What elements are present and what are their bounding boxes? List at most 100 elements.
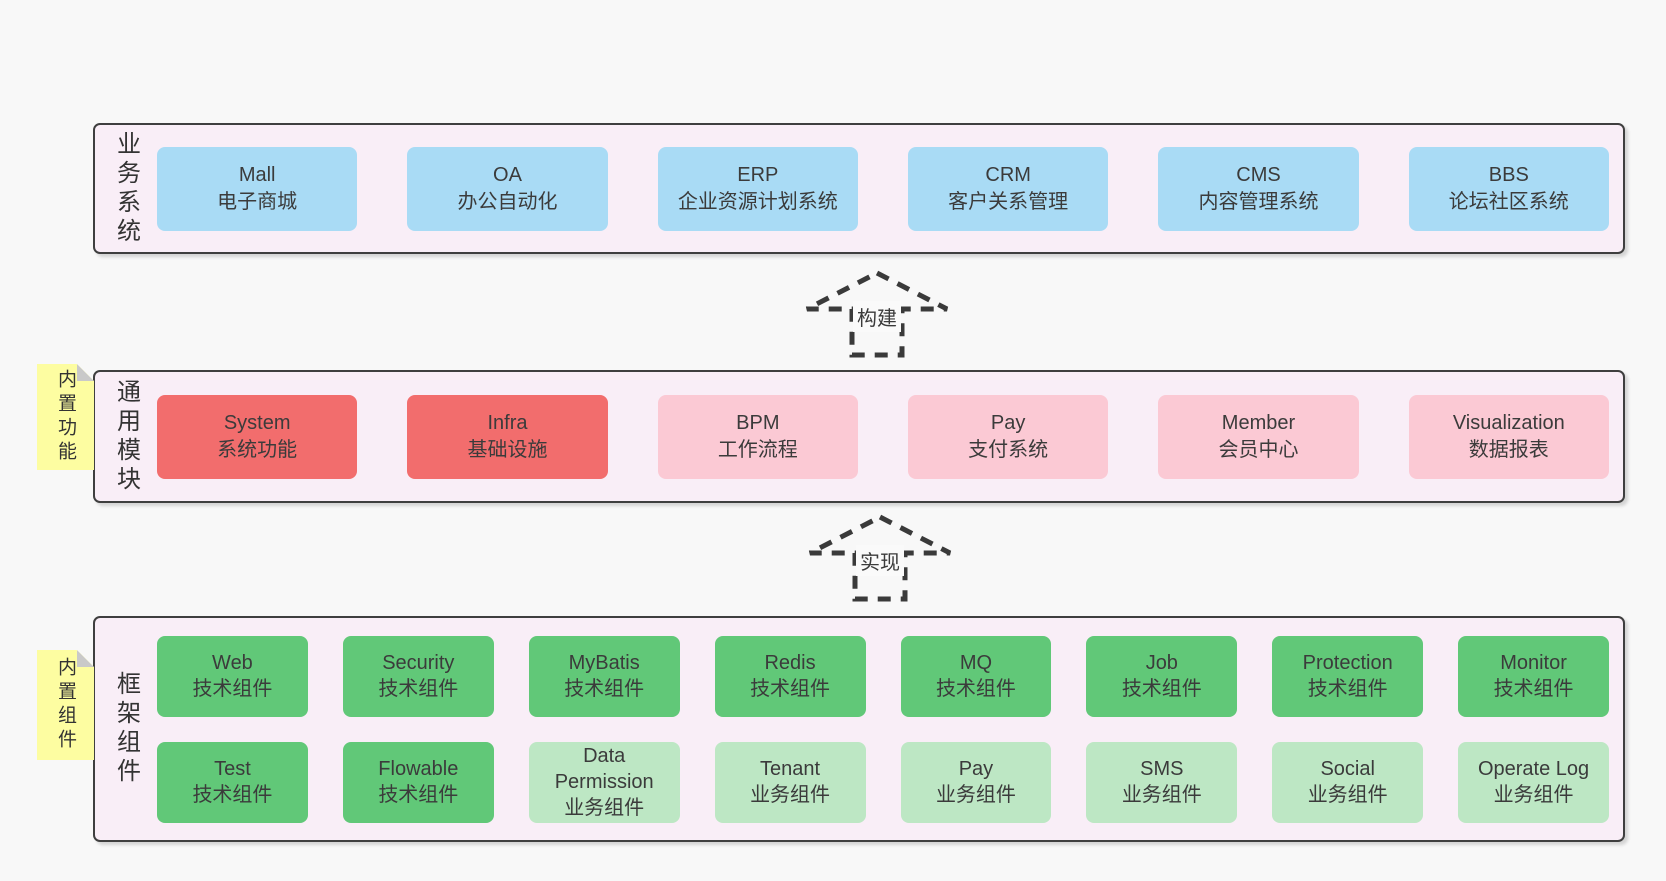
box-operate-log: Operate Log 业务组件: [1458, 741, 1609, 823]
box-pay: Pay 支付系统: [907, 394, 1109, 479]
box-zh-label: 基础设施: [467, 438, 548, 461]
box-redis: Redis 技术组件: [714, 635, 866, 717]
note-text: 内置组件: [55, 657, 76, 753]
box-web: Web 技术组件: [157, 635, 308, 717]
box-pay: Pay 业务组件: [900, 741, 1052, 823]
box-en-label: ERP: [737, 163, 779, 186]
dashed-up-arrow-icon: [805, 270, 949, 358]
box-zh-label: 支付系统: [968, 438, 1049, 461]
box-tenant: Tenant 业务组件: [714, 741, 866, 823]
box-en-label: Infra: [487, 411, 528, 434]
box-en-label: Visualization: [1452, 411, 1565, 434]
section-common-modules: 通用模块 System 系统功能 Infra 基础设施 BPM 工作流程 Pay 支付系统 Me…: [93, 370, 1625, 503]
box-bbs: BBS 论坛社区系统: [1408, 146, 1609, 231]
box-en-label: Social: [1320, 758, 1375, 780]
box-monitor: Monitor 技术组件: [1458, 635, 1609, 717]
box-bpm: BPM 工作流程: [657, 394, 858, 479]
box-zh-label: 技术组件: [1307, 678, 1388, 700]
box-zh-label: 技术组件: [1493, 678, 1574, 700]
arrow-build: 构建: [802, 268, 952, 360]
box-zh-label: 技术组件: [935, 678, 1016, 700]
box-en-label: Mall: [238, 163, 276, 186]
box-zh-label: 客户关系管理: [948, 190, 1069, 213]
box-zh-label: 业务组件: [1307, 784, 1388, 806]
box-en-label: Redis: [764, 652, 816, 674]
box-zh-label: 业务组件: [1493, 784, 1574, 806]
box-en-label: Protection: [1302, 652, 1393, 674]
box-en-label: Member: [1221, 411, 1296, 434]
box-en-label: Job: [1145, 652, 1178, 674]
box-en-label: System: [223, 411, 291, 434]
section-label-text: 通用模块: [112, 378, 140, 495]
box-security: Security 技术组件: [342, 635, 494, 717]
note-fold-corner-icon: [77, 650, 94, 667]
arrow-implement: 实现: [805, 512, 955, 604]
box-zh-label: 技术组件: [378, 784, 459, 806]
box-crm: CRM 客户关系管理: [907, 146, 1109, 231]
box-zh-label: 系统功能: [217, 438, 298, 461]
box-zh-label: 技术组件: [750, 678, 831, 700]
box-en-label: OA: [493, 163, 522, 186]
box-en-label: BPM: [736, 411, 780, 434]
section-label-business-systems: 业务系统: [95, 125, 157, 252]
arrow-implement-label: 实现: [856, 545, 904, 576]
box-zh-label: 技术组件: [1121, 678, 1202, 700]
dashed-up-arrow-icon: [808, 514, 952, 602]
box-zh-label: 技术组件: [378, 678, 459, 700]
box-en-label: Test: [214, 758, 251, 780]
box-zh-label: 业务组件: [750, 784, 831, 806]
section-label-text: 业务系统: [112, 130, 140, 247]
box-test: Test 技术组件: [157, 741, 308, 823]
box-zh-label: 工作流程: [717, 438, 798, 461]
box-protection: Protection 技术组件: [1272, 635, 1424, 717]
box-en-label: BBS: [1488, 163, 1529, 186]
box-en-label: Pay: [958, 758, 994, 780]
box-mq: MQ 技术组件: [900, 635, 1052, 717]
box-en-label: CMS: [1236, 163, 1281, 186]
box-en-label: Pay: [990, 411, 1026, 434]
box-zh-label: 办公自动化: [457, 190, 558, 213]
box-zh-label: 业务组件: [564, 797, 645, 819]
box-zh-label: 会员中心: [1218, 438, 1299, 461]
box-zh-label: 业务组件: [935, 784, 1016, 806]
box-en-label: Security: [382, 652, 455, 674]
box-erp: ERP 企业资源计划系统: [657, 146, 858, 231]
sticky-note-built-in-functions: 内置功能: [37, 364, 94, 470]
box-en-label: CRM: [985, 163, 1031, 186]
box-zh-label: 内容管理系统: [1198, 190, 1319, 213]
box-system: System 系统功能: [157, 394, 358, 479]
box-zh-label: 业务组件: [1121, 784, 1202, 806]
box-zh-label: 技术组件: [192, 678, 273, 700]
note-fold-corner-icon: [77, 364, 94, 381]
section-label-text: 框架组件: [112, 671, 140, 787]
box-en-label: MQ: [959, 652, 993, 674]
box-en-label: Tenant: [760, 758, 821, 780]
box-oa: OA 办公自动化: [407, 146, 608, 231]
box-zh-label: 技术组件: [564, 678, 645, 700]
box-en-label: Web: [212, 652, 253, 674]
box-zh-label: 论坛社区系统: [1448, 190, 1569, 213]
modules-boxes-row: System 系统功能 Infra 基础设施 BPM 工作流程 Pay 支付系统 Member 会…: [157, 372, 1623, 501]
section-label-framework-components: 框架组件: [95, 618, 157, 840]
box-en-label: MyBatis: [568, 652, 640, 674]
box-cms: CMS 内容管理系统: [1158, 146, 1359, 231]
box-zh-label: 企业资源计划系统: [677, 190, 838, 213]
arrow-build-label: 构建: [853, 301, 901, 332]
box-member: Member 会员中心: [1158, 394, 1359, 479]
box-zh-label: 技术组件: [192, 784, 273, 806]
section-label-common-modules: 通用模块: [95, 372, 157, 501]
box-infra: Infra 基础设施: [407, 394, 608, 479]
note-text: 内置功能: [55, 369, 76, 465]
box-en-label: Monitor: [1500, 652, 1567, 674]
box-en-label: Operate Log: [1477, 758, 1590, 780]
